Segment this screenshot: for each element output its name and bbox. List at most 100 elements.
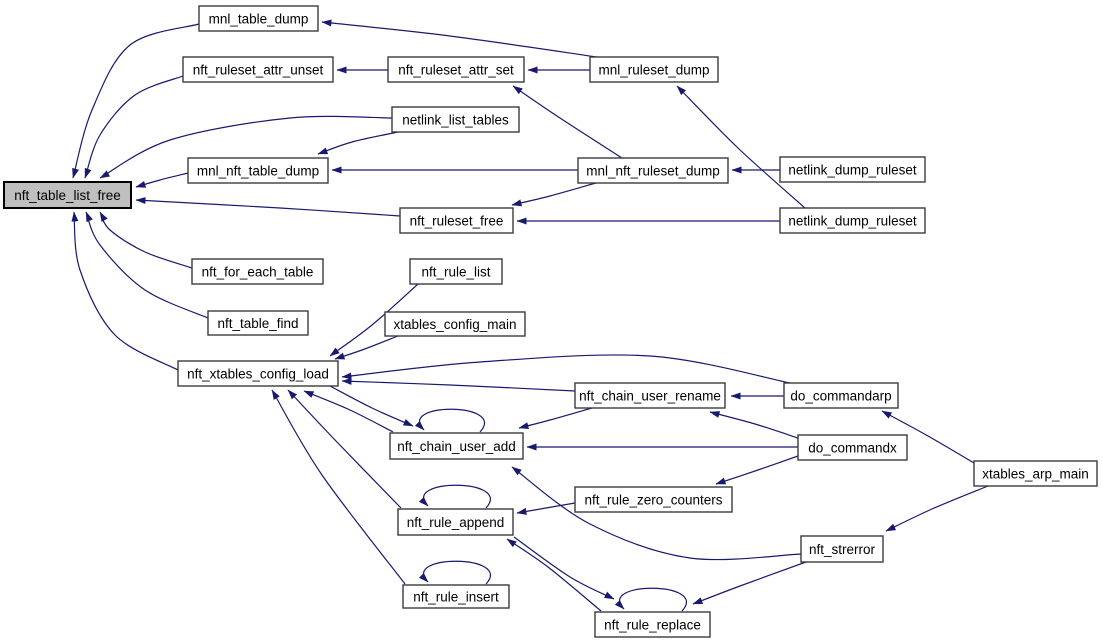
node-box-nft_rule_zero_counters[interactable]	[574, 486, 733, 513]
node-do_commandx[interactable]: do_commandx	[797, 434, 908, 461]
edge-nft_rule_insert-to-nft_xtables_config_load	[271, 389, 406, 585]
node-nft_ruleset_free[interactable]: nft_ruleset_free	[399, 207, 514, 234]
node-label-do_commandx: do_commandx	[808, 440, 897, 455]
self-loop-nft_chain_user_add	[414, 408, 485, 433]
node-xtables_arp_main[interactable]: xtables_arp_main	[973, 460, 1098, 487]
node-label-mnl_ruleset_dump: mnl_ruleset_dump	[598, 62, 709, 77]
node-label-xtables_arp_main: xtables_arp_main	[982, 466, 1089, 481]
node-box-nft_ruleset_attr_set[interactable]	[387, 56, 525, 83]
edge-mnl_nft_ruleset_dump-to-nft_ruleset_attr_set	[512, 85, 623, 159]
node-box-nft_rule_replace[interactable]	[594, 611, 711, 638]
node-box-do_commandarp[interactable]	[783, 382, 899, 409]
node-box-nft_ruleset_attr_unset[interactable]	[182, 56, 334, 83]
node-label-nft_table_list_free: nft_table_list_free	[14, 188, 121, 203]
node-label-nft_ruleset_attr_set: nft_ruleset_attr_set	[398, 62, 514, 77]
node-label-nft_ruleset_attr_unset: nft_ruleset_attr_unset	[193, 62, 324, 77]
edge-nft_table_find-to-nft_table_list_free	[85, 211, 209, 319]
node-box-do_commandx[interactable]	[797, 434, 908, 461]
node-nft_rule_append[interactable]: nft_rule_append	[397, 508, 514, 536]
node-netlink_dump_ruleset_1[interactable]: netlink_dump_ruleset	[779, 156, 926, 183]
node-box-mnl_table_dump[interactable]	[198, 5, 319, 32]
node-box-nft_chain_user_rename[interactable]	[574, 382, 726, 409]
node-label-nft_chain_user_rename: nft_chain_user_rename	[579, 388, 721, 403]
edge-xtables_arp_main-to-do_commandarp	[881, 410, 975, 464]
node-nft_chain_user_add[interactable]: nft_chain_user_add	[389, 432, 524, 460]
node-label-netlink_list_tables: netlink_list_tables	[402, 112, 509, 127]
node-label-nft_for_each_table: nft_for_each_table	[202, 264, 314, 279]
node-box-xtables_arp_main[interactable]	[973, 460, 1098, 487]
node-nft_strerror[interactable]: nft_strerror	[800, 535, 884, 563]
node-nft_for_each_table[interactable]: nft_for_each_table	[191, 258, 324, 285]
edge-mnl_nft_ruleset_dump-to-nft_ruleset_free	[511, 182, 597, 207]
edge-netlink_list_tables-to-mnl_nft_table_dump	[317, 131, 399, 155]
node-xtables_config_main[interactable]: xtables_config_main	[384, 311, 526, 337]
node-box-xtables_config_main[interactable]	[384, 311, 526, 337]
edge-xtables_arp_main-to-nft_strerror	[885, 485, 989, 532]
node-label-nft_rule_insert: nft_rule_insert	[413, 589, 499, 604]
edge-nft_chain_user_rename-to-nft_chain_user_add	[518, 407, 593, 430]
node-box-mnl_nft_table_dump[interactable]	[187, 157, 329, 184]
node-label-nft_chain_user_add: nft_chain_user_add	[397, 439, 516, 454]
node-nft_ruleset_attr_unset[interactable]: nft_ruleset_attr_unset	[182, 56, 334, 83]
node-box-nft_table_find[interactable]	[207, 310, 309, 336]
node-nft_table_list_free: nft_table_list_free	[3, 181, 132, 209]
node-netlink_dump_ruleset_2[interactable]: netlink_dump_ruleset	[779, 207, 926, 234]
node-box-netlink_dump_ruleset_2[interactable]	[779, 207, 926, 234]
node-box-mnl_ruleset_dump[interactable]	[589, 56, 719, 83]
node-label-mnl_nft_ruleset_dump: mnl_nft_ruleset_dump	[586, 163, 720, 178]
node-box-nft_xtables_config_load[interactable]	[177, 360, 339, 387]
edge-netlink_dump_ruleset_2-to-mnl_ruleset_dump	[676, 85, 806, 209]
edge-nft_rule_append-to-nft_xtables_config_load	[287, 389, 402, 509]
node-label-nft_ruleset_free: nft_ruleset_free	[410, 213, 504, 228]
node-nft_rule_list[interactable]: nft_rule_list	[409, 258, 503, 285]
node-label-netlink_dump_ruleset_1: netlink_dump_ruleset	[788, 162, 917, 177]
edge-nft_xtables_config_load-to-nft_chain_user_add	[329, 385, 414, 427]
node-box-netlink_dump_ruleset_1[interactable]	[779, 156, 926, 183]
node-nft_rule_insert[interactable]: nft_rule_insert	[402, 584, 510, 609]
node-nft_chain_user_rename[interactable]: nft_chain_user_rename	[574, 382, 726, 409]
node-box-nft_rule_insert[interactable]	[402, 584, 510, 609]
node-label-do_commandarp: do_commandarp	[790, 388, 891, 403]
node-box-nft_chain_user_add[interactable]	[389, 432, 524, 460]
edge-nft_ruleset_attr_unset-to-nft_table_list_free	[84, 75, 184, 179]
node-box-nft_for_each_table[interactable]	[191, 258, 324, 285]
node-label-netlink_dump_ruleset_2: netlink_dump_ruleset	[788, 213, 917, 228]
node-label-nft_xtables_config_load: nft_xtables_config_load	[187, 366, 329, 381]
node-mnl_nft_ruleset_dump[interactable]: mnl_nft_ruleset_dump	[577, 157, 729, 184]
node-label-nft_rule_replace: nft_rule_replace	[604, 617, 701, 632]
node-nft_ruleset_attr_set[interactable]: nft_ruleset_attr_set	[387, 56, 525, 83]
node-nft_xtables_config_load[interactable]: nft_xtables_config_load	[177, 360, 339, 387]
node-mnl_table_dump[interactable]: mnl_table_dump	[198, 5, 319, 32]
edge-mnl_ruleset_dump-to-mnl_table_dump	[321, 19, 598, 58]
node-box-nft_strerror[interactable]	[800, 535, 884, 563]
node-nft_rule_zero_counters[interactable]: nft_rule_zero_counters	[574, 486, 733, 513]
node-nft_rule_replace[interactable]: nft_rule_replace	[594, 611, 711, 638]
node-box-netlink_list_tables[interactable]	[391, 106, 520, 133]
edge-nft_rule_zero_counters-to-nft_rule_append	[516, 502, 576, 515]
node-box-nft_ruleset_free[interactable]	[399, 207, 514, 234]
self-loop-nft_rule_replace	[614, 587, 687, 612]
self-loop-nft_rule_append	[418, 484, 491, 509]
edge-nft_chain_user_add-to-nft_xtables_config_load	[303, 390, 394, 433]
node-nft_table_find[interactable]: nft_table_find	[207, 310, 309, 336]
node-mnl_nft_table_dump[interactable]: mnl_nft_table_dump	[187, 157, 329, 184]
edge-nft_for_each_table-to-nft_table_list_free	[99, 211, 193, 269]
node-label-nft_rule_zero_counters: nft_rule_zero_counters	[584, 492, 722, 507]
edge-nft_ruleset_free-to-nft_table_list_free	[135, 197, 401, 217]
self-loop-nft_rule_insert	[418, 560, 491, 585]
node-do_commandarp[interactable]: do_commandarp	[783, 382, 899, 409]
node-box-mnl_nft_ruleset_dump[interactable]	[577, 157, 729, 184]
edge-nft_rule_append-to-nft_rule_replace	[513, 536, 615, 600]
node-netlink_list_tables[interactable]: netlink_list_tables	[391, 106, 520, 133]
node-box-nft_table_list_free	[3, 181, 132, 209]
edge-nft_strerror-to-nft_rule_replace	[692, 561, 807, 605]
edge-nft_xtables_config_load-to-nft_table_list_free	[71, 211, 179, 371]
node-mnl_ruleset_dump[interactable]: mnl_ruleset_dump	[589, 56, 719, 83]
edge-do_commandx-to-nft_rule_zero_counters	[715, 455, 799, 485]
edge-mnl_table_dump-to-nft_table_list_free	[72, 23, 200, 179]
node-box-nft_rule_append[interactable]	[397, 508, 514, 536]
node-label-nft_rule_append: nft_rule_append	[407, 515, 505, 530]
node-box-nft_rule_list[interactable]	[409, 258, 503, 285]
